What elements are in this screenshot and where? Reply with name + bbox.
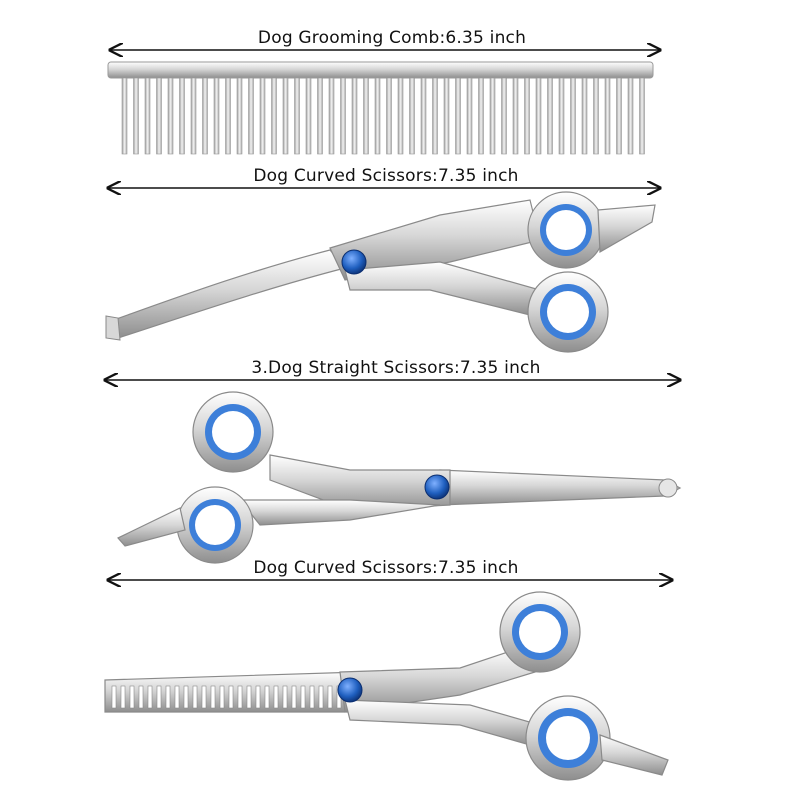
comb-tooth bbox=[294, 77, 300, 155]
comb-tooth bbox=[397, 77, 404, 155]
thinning-tooth bbox=[318, 685, 324, 709]
comb-tooth bbox=[248, 77, 254, 155]
thinning-tooth bbox=[237, 685, 243, 709]
thinning-tooth bbox=[147, 685, 153, 709]
comb-tooth bbox=[616, 77, 622, 155]
thinning-tooth bbox=[210, 685, 216, 709]
comb-tooth bbox=[455, 77, 461, 155]
thinning-tooth bbox=[165, 685, 171, 709]
comb-tooth bbox=[524, 77, 530, 155]
thinning-tooth bbox=[219, 685, 225, 709]
comb-tooth bbox=[386, 77, 392, 155]
comb-tooth bbox=[328, 77, 335, 155]
thinning-tooth bbox=[291, 685, 297, 709]
thinning-tooth bbox=[246, 685, 252, 709]
thinning-tooth bbox=[174, 685, 180, 709]
thinning-tooth bbox=[255, 685, 261, 709]
comb-tooth bbox=[443, 77, 450, 155]
thinning-tooth bbox=[228, 685, 234, 709]
comb-tooth bbox=[317, 77, 323, 155]
thinning-tooth bbox=[129, 685, 135, 709]
thinning-tooth bbox=[300, 685, 306, 709]
comb-length-label: Dog Grooming Comb:6.35 inch bbox=[254, 28, 530, 48]
comb-tooth bbox=[133, 77, 139, 155]
curved-scissors-top bbox=[105, 191, 656, 353]
comb-tooth bbox=[627, 77, 634, 155]
comb-tooth bbox=[282, 77, 289, 155]
comb-tooth bbox=[593, 77, 599, 155]
comb-tooth bbox=[604, 77, 611, 155]
comb-tooth bbox=[374, 77, 381, 155]
thinning-scissors-bottom bbox=[104, 591, 669, 781]
straight-scissors bbox=[117, 391, 682, 564]
comb-tooth bbox=[547, 77, 553, 155]
thinning-tooth bbox=[201, 685, 207, 709]
straight-scissors-length-label: 3.Dog Straight Scissors:7.35 inch bbox=[248, 358, 544, 378]
comb-tooth bbox=[363, 77, 369, 155]
comb-tooth bbox=[558, 77, 565, 155]
comb-tooth bbox=[190, 77, 197, 155]
comb-tooth bbox=[259, 77, 266, 155]
thinning-tooth bbox=[273, 685, 279, 709]
thinning-tooth bbox=[282, 685, 288, 709]
thinning-tooth bbox=[327, 685, 333, 709]
comb-tooth bbox=[271, 77, 277, 155]
thinning-tooth bbox=[120, 685, 126, 709]
grooming-comb bbox=[107, 61, 654, 155]
comb-tooth bbox=[213, 77, 220, 155]
comb-tooth bbox=[501, 77, 507, 155]
thinning-tooth bbox=[111, 685, 117, 709]
comb-tooth bbox=[478, 77, 484, 155]
comb-tooth bbox=[512, 77, 519, 155]
thinning-tooth bbox=[156, 685, 162, 709]
thinning-tooth bbox=[192, 685, 198, 709]
comb-tooth bbox=[144, 77, 151, 155]
comb-tooth bbox=[466, 77, 473, 155]
comb-tooth bbox=[489, 77, 496, 155]
curved-scissors-bottom-length-label: Dog Curved Scissors:7.35 inch bbox=[250, 558, 522, 578]
comb-tooth bbox=[420, 77, 427, 155]
thinning-tooth bbox=[183, 685, 189, 709]
curved-scissors-top-length-label: Dog Curved Scissors:7.35 inch bbox=[250, 166, 522, 186]
comb-tooth bbox=[432, 77, 438, 155]
comb-tooth bbox=[167, 77, 174, 155]
thinning-tooth bbox=[138, 685, 144, 709]
comb-tooth bbox=[305, 77, 312, 155]
thinning-tooth bbox=[309, 685, 315, 709]
thinning-tooth bbox=[264, 685, 270, 709]
comb-tooth bbox=[570, 77, 576, 155]
comb-tooth bbox=[202, 77, 208, 155]
comb-tooth bbox=[639, 77, 645, 155]
comb-tooth bbox=[236, 77, 243, 155]
comb-tooth bbox=[409, 77, 415, 155]
comb-tooth bbox=[351, 77, 358, 155]
comb-tooth bbox=[340, 77, 346, 155]
comb-tooth bbox=[225, 77, 231, 155]
comb-tooth bbox=[179, 77, 185, 155]
comb-tooth bbox=[156, 77, 162, 155]
comb-tooth bbox=[535, 77, 542, 155]
comb-tooth bbox=[121, 77, 128, 155]
comb-tooth bbox=[581, 77, 588, 155]
